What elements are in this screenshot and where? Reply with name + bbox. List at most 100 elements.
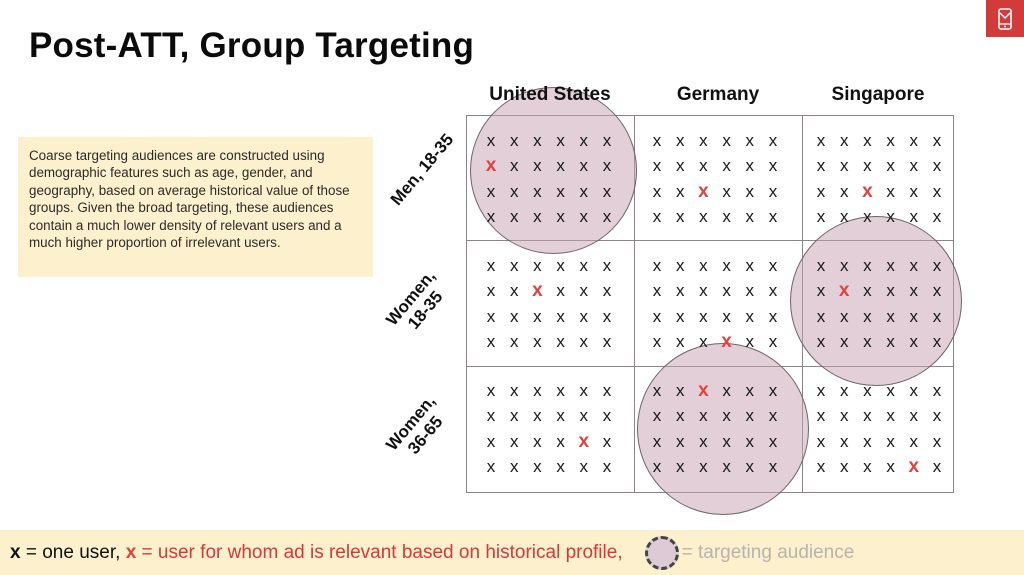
user-mark: x (699, 306, 708, 326)
user-mark: x (652, 406, 662, 426)
user-mark: x (863, 206, 872, 226)
user-mark: x (886, 206, 895, 226)
user-mark: x (675, 406, 685, 426)
user-mark: x (579, 381, 589, 400)
user-mark: x (602, 131, 612, 150)
user-mark: x (579, 406, 589, 426)
user-mark: x (699, 281, 708, 301)
audience-circle-icon (644, 535, 679, 570)
user-mark: x (816, 456, 826, 476)
user-mark: x (745, 306, 755, 326)
user-mark: x (745, 406, 755, 426)
user-mark: x (886, 181, 895, 201)
user-mark: x (932, 131, 942, 150)
user-mark: x (486, 431, 496, 451)
user-mark: x (863, 456, 872, 476)
user-mark: x (909, 131, 919, 150)
user-mark: x (932, 331, 942, 351)
user-mark: x (886, 306, 895, 326)
user-mark: x (533, 406, 542, 426)
targeting-audience-circle-sg-women-18-35 (790, 216, 962, 386)
user-mark: x (652, 206, 662, 226)
user-mark: x (745, 331, 755, 351)
user-mark: x (816, 281, 826, 301)
user-mark: x (722, 281, 731, 301)
user-mark: x (509, 281, 519, 301)
user-mark: x (722, 306, 731, 326)
user-mark: x (533, 456, 542, 476)
user-mark: x (579, 331, 589, 351)
user-mark: x (909, 306, 919, 326)
user-mark: x (768, 281, 778, 301)
user-mark: x (533, 381, 542, 400)
user-mark: x (745, 281, 755, 301)
column-header-united-states: United States (489, 84, 611, 105)
user-mark: x (886, 406, 895, 426)
user-mark: x (533, 306, 542, 326)
user-mark: x (863, 281, 872, 301)
user-mark: x (486, 206, 496, 226)
user-mark: x (579, 156, 589, 176)
relevant-user-mark: x (532, 280, 543, 302)
user-mark: x (816, 306, 826, 326)
user-mark: x (932, 256, 942, 275)
user-mark: x (932, 206, 942, 226)
user-mark: x (932, 456, 942, 476)
user-mark: x (509, 156, 519, 176)
user-mark: x (509, 256, 519, 275)
user-mark: x (556, 431, 565, 451)
user-mark: x (886, 281, 895, 301)
user-mark: x (579, 306, 589, 326)
user-mark: x (675, 131, 685, 150)
legend-targeting-audience: = targeting audience (681, 541, 855, 563)
user-mark: x (816, 181, 826, 201)
relevant-user-mark: x (721, 330, 732, 352)
user-mark: x (602, 381, 612, 400)
legend-relevant-user: = user for whom ad is relevant based on … (136, 541, 623, 563)
user-mark: x (602, 306, 612, 326)
user-mark: x (533, 181, 542, 201)
user-mark: x (745, 181, 755, 201)
page-title: Post-ATT, Group Targeting (29, 26, 475, 65)
user-mark: x (579, 456, 589, 476)
user-mark: x (932, 406, 942, 426)
user-mark: x (886, 156, 895, 176)
user-mark: x (652, 456, 662, 476)
user-mark: x (722, 131, 731, 150)
user-mark: x (486, 181, 496, 201)
user-mark: x (699, 156, 708, 176)
user-mark: x (602, 431, 612, 451)
user-mark: x (909, 431, 919, 451)
user-mark: x (768, 406, 778, 426)
user-mark: x (699, 406, 708, 426)
user-mark: x (486, 456, 496, 476)
user-mark: x (768, 206, 778, 226)
targeting-audience-circle-de-women-36-65 (637, 343, 809, 515)
user-mark: x (816, 131, 826, 150)
user-mark: x (486, 381, 496, 400)
relevant-user-glyph: x (125, 541, 137, 563)
user-mark: x (509, 331, 519, 351)
user-mark: x (816, 156, 826, 176)
legend-footer: x = one user, x = user for whom ad is re… (0, 530, 1024, 575)
user-mark: x (909, 181, 919, 201)
user-mark: x (863, 131, 872, 150)
user-mark: x (745, 131, 755, 150)
user-mark: x (509, 181, 519, 201)
user-mark: x (909, 206, 919, 226)
user-mark: x (839, 206, 849, 226)
user-mark: x (863, 406, 872, 426)
user-mark: x (556, 331, 565, 351)
user-mark: x (816, 406, 826, 426)
info-box: Coarse targeting audiences are construct… (18, 137, 373, 277)
user-mark: x (652, 131, 662, 150)
user-mark: x (602, 206, 612, 226)
user-mark: x (509, 206, 519, 226)
user-mark: x (768, 156, 778, 176)
user-mark: x (652, 381, 662, 400)
user-mark: x (886, 381, 895, 400)
info-text: Coarse targeting audiences are construct… (29, 148, 350, 251)
relevant-user-mark: x (698, 380, 709, 401)
user-mark: x (745, 156, 755, 176)
